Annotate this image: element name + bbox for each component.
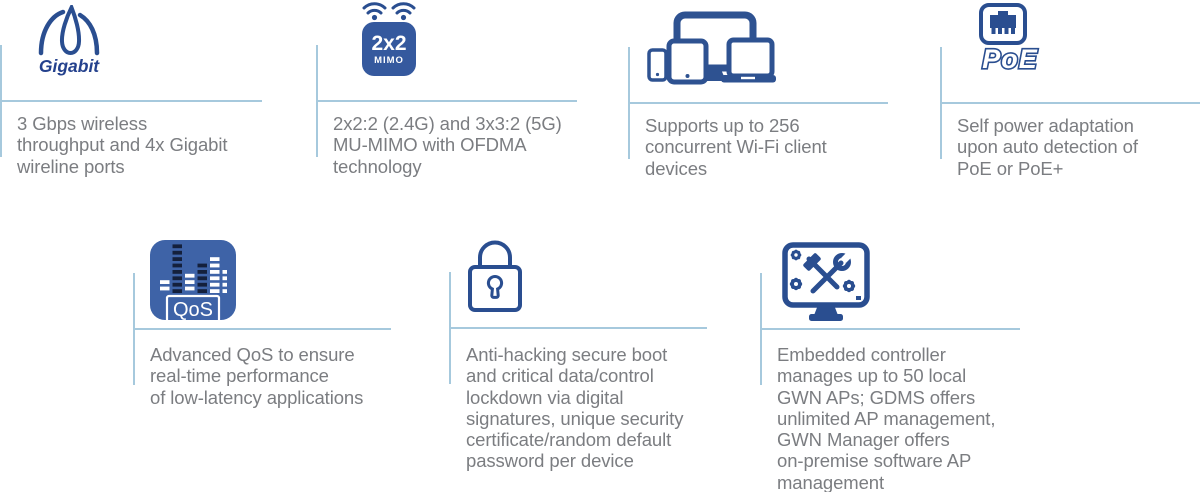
feature-qos: QoS Advanced QoS to ensure real-time per… [133,230,391,492]
feature-description: Advanced QoS to ensure real-time perform… [150,344,364,408]
mimo-badge: 2x2 MIMO [362,22,416,76]
divider-line [316,100,577,102]
wifi-signals-icon [362,2,416,21]
accent-vline [940,47,942,159]
feature-gigabit: Gigabit 3 Gbps wireless throughput and 4… [0,0,262,210]
mimo-badge-sublabel: MIMO [374,54,404,66]
feature-description: 3 Gbps wireless throughput and 4x Gigabi… [17,113,228,177]
divider-line [628,102,888,104]
divider-line [940,102,1200,104]
padlock-icon [467,237,523,313]
feature-description: Self power adaptation upon auto detectio… [957,115,1138,179]
ethernet-port-icon [978,2,1028,46]
accent-vline [628,47,630,159]
divider-line [0,100,262,102]
gigabit-label: Gigabit [38,56,100,76]
feature-mimo: 2x2 MIMO 2x2:2 (2.4G) and 3x3:2 (5G) MU-… [316,0,577,210]
speedometer-icon [34,5,104,57]
feature-poe: PoE Self power adaptation upon auto dete… [940,0,1200,210]
feature-description: Embedded controller manages up to 50 loc… [777,344,996,492]
poe-label: PoE [972,42,1048,76]
qos-label-text: QoS [173,299,213,320]
wifi-mimo-icon [361,1,417,21]
feature-security: Anti-hacking secure boot and critical da… [449,230,707,492]
client-devices-icon [646,10,776,86]
divider-line [760,328,1020,330]
accent-vline [449,272,451,384]
accent-vline [760,273,762,385]
feature-controller: Embedded controller manages up to 50 loc… [760,230,1020,492]
feature-description: 2x2:2 (2.4G) and 3x3:2 (5G) MU-MIMO with… [333,113,562,177]
accent-vline [0,45,2,157]
divider-line [449,327,707,329]
accent-vline [133,273,135,385]
monitor-tools-icon [782,242,870,324]
mimo-badge-label: 2x2 [371,31,407,55]
feature-client-devices: Supports up to 256 concurrent Wi-Fi clie… [628,0,888,210]
feature-description: Supports up to 256 concurrent Wi-Fi clie… [645,115,827,179]
poe-label-text: PoE [982,44,1038,74]
divider-line [133,328,391,330]
feature-description: Anti-hacking secure boot and critical da… [466,344,684,472]
qos-equalizer-icon: QoS [150,240,236,320]
accent-vline [316,45,318,157]
